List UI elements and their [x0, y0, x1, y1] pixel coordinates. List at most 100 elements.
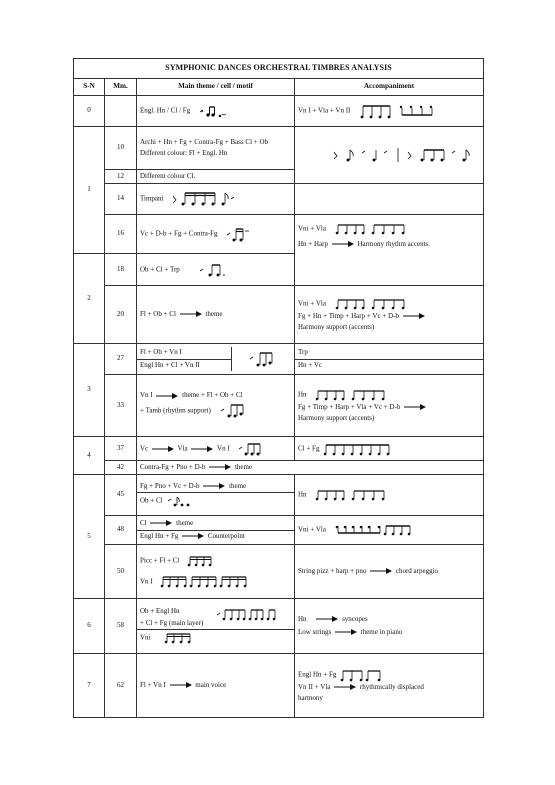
- theme-text: Timpani: [140, 194, 164, 203]
- acc-text: Vn I + Vla + Vn II: [298, 106, 351, 115]
- table-row: 2 18 Ob + Cl + Trp: [73, 253, 484, 344]
- arrow-right-icon: [156, 393, 178, 399]
- arrow-right-icon: [403, 313, 425, 319]
- table-title: SYMPHONIC DANCES ORCHESTRAL TIMBRES ANAL…: [73, 58, 484, 79]
- theme-text: theme: [205, 309, 223, 318]
- theme-cell: Vn I theme + Fl + Ob + Cl + Tamb (rhythm…: [136, 374, 295, 437]
- header-theme: Main theme / cell / motif: [136, 78, 295, 96]
- theme-text: Vni: [140, 633, 151, 642]
- acc-text: rhythmically displaced: [359, 683, 424, 692]
- theme-text: Different colour: Fl + Engl. Hn: [140, 148, 228, 157]
- acc-text: Hn + Harp: [298, 240, 328, 248]
- acc-text: Hn: [298, 390, 307, 399]
- header-row: S-N Mm. Main theme / cell / motif Accomp…: [73, 78, 484, 96]
- music-motif-icon: [335, 299, 405, 310]
- arrow-right-icon: [334, 684, 356, 690]
- accompaniment-cell: Hn syncopes Low strings theme in piano: [294, 598, 484, 654]
- theme-text: Contra-Fg + Pno + D-b: [140, 462, 206, 471]
- arrow-right-icon: [191, 446, 213, 452]
- acc-text: syncopes: [342, 614, 368, 623]
- music-motif-icon: [227, 228, 250, 242]
- theme-cell: Fl + Ob + Cl theme: [136, 285, 295, 344]
- theme-cell: Ob + Engl Hn + Cl + Fg (main layer) Vni: [136, 598, 295, 654]
- mm-cell: 12: [104, 169, 137, 184]
- music-motif-icon: [335, 224, 405, 235]
- theme-text: Fg + Pno + Vc + D-b: [140, 481, 200, 490]
- music-motif-icon: [323, 443, 390, 455]
- theme-text: Vla: [177, 444, 188, 453]
- mm-cell: 50: [104, 544, 137, 599]
- mm-cell: 16: [104, 214, 137, 254]
- sn-cell: 3: [73, 343, 105, 437]
- music-motif-icon: [168, 496, 190, 507]
- accompaniment-cell: Cl + Fg: [294, 436, 484, 461]
- arrow-right-icon: [182, 533, 204, 539]
- sn-cell: 4: [73, 436, 105, 475]
- theme-text: Vc + D-b + Fg + Contra-Fg: [140, 229, 218, 238]
- table-row: 7 62 Fl + Vn I main voice Engl Hn + Fg V…: [73, 653, 484, 718]
- header-mm: Mm.: [104, 78, 137, 96]
- theme-text: Fl + Ob + Vn I: [140, 348, 182, 357]
- music-motif-icon: [187, 555, 212, 566]
- accompaniment-cell: Hn Fg + Timp + Harp + Vla + Vc + D-b Har…: [294, 374, 484, 437]
- mm-cell: 18: [104, 253, 137, 286]
- theme-text: Engl. Hn / Cl / Fg: [140, 106, 191, 115]
- theme-text: Archi + Hn + Fg + Contra-Fg + Bass Cl + …: [140, 138, 269, 147]
- music-motif-icon: [335, 525, 411, 536]
- theme-text: Cl: [140, 519, 147, 528]
- table-row: 16 Vc + D-b + Fg + Contra-Fg Vni + Vla H…: [74, 214, 484, 286]
- theme-text: Vc: [140, 444, 149, 453]
- music-motif-icon: [199, 263, 225, 276]
- acc-text: Harmony support (accents): [298, 322, 375, 331]
- accompaniment-cell: Hn: [294, 474, 484, 516]
- acc-text: theme in piano: [360, 628, 403, 636]
- music-motif-icon: [249, 352, 273, 367]
- theme-text: theme + Fl + Ob + Cl: [182, 391, 243, 400]
- theme-text: main voice: [195, 680, 227, 689]
- arrow-right-icon: [152, 446, 174, 452]
- theme-cell: Different colour Cl.: [136, 169, 295, 184]
- theme-text: Ob + Engl Hn: [140, 607, 180, 616]
- table-row: 5 45 Fg + Pno + Vc + D-b theme Ob + Cl H…: [73, 474, 484, 599]
- mm-cell: 45: [104, 474, 137, 516]
- theme-text: + Tamb (rhythm support): [140, 406, 211, 415]
- theme-cell: Timpani: [136, 183, 295, 215]
- sn-cell: 1: [73, 126, 105, 254]
- acc-text: harmony: [298, 693, 323, 702]
- music-motif-icon: [161, 575, 247, 587]
- table-row: 0 Engl. Hn / Cl / Fg Vn I + Vla + Vn II: [73, 95, 484, 127]
- acc-text: Harmony support (accents): [298, 413, 375, 422]
- header-accompaniment: Accompaniment: [294, 78, 484, 96]
- mm-cell: 37: [104, 436, 137, 461]
- arrow-right-icon: [203, 483, 225, 489]
- sn-cell: 6: [73, 598, 105, 654]
- music-motif-icon: [199, 106, 226, 118]
- accompaniment-cell: Engl Hn + Fg Vn II + Vla rhythmically di…: [294, 653, 484, 718]
- accompaniment-cell: Vni + Vla Hn + Harp Harmony rhythm accen…: [294, 214, 484, 286]
- acc-text: Vni + Vla: [298, 224, 326, 233]
- acc-text: Hn: [298, 614, 307, 623]
- mm-cell: 42: [104, 460, 137, 475]
- mm-cell: 14: [104, 183, 137, 215]
- accompaniment-cell: Vn I + Vla + Vn II: [294, 95, 484, 127]
- sn-cell: 7: [73, 653, 105, 718]
- table-row: 4 37 Vc Vla Vn I Cl + Fg: [73, 436, 484, 475]
- music-motif-icon: [316, 390, 385, 401]
- analysis-document: SYMPHONIC DANCES ORCHESTRAL TIMBRES ANAL…: [73, 58, 484, 718]
- music-motif-icon: [340, 670, 381, 682]
- acc-text: Low strings: [298, 628, 332, 636]
- theme-cell: Vc + D-b + Fg + Contra-Fg: [136, 214, 295, 254]
- acc-text: Engl Hn + Fg: [298, 670, 337, 679]
- theme-text: + Cl + Fg (main layer): [140, 618, 204, 627]
- theme-cell: Vc Vla Vn I: [136, 436, 295, 461]
- sn-cell: 2: [73, 253, 105, 344]
- accompaniment-cell: Vni + Vla Fg + Hn + Timp + Harp + Vc + D…: [294, 285, 484, 344]
- music-motif-icon: [216, 609, 276, 621]
- music-motif-icon: [172, 192, 235, 206]
- table-row: 48 Cl theme Engl Hn + Fg Counterpoint Vn…: [74, 515, 484, 545]
- theme-text: Fl + Ob + Cl: [140, 309, 176, 318]
- acc-text: Fg + Hn + Timp + Harp + Vc + D-b: [298, 312, 399, 321]
- arrow-right-icon: [180, 311, 202, 317]
- table-row: 33 Vn I theme + Fl + Ob + Cl + Tamb (rhy…: [74, 374, 484, 437]
- theme-cell: Fg + Pno + Vc + D-b theme Ob + Cl: [136, 474, 295, 516]
